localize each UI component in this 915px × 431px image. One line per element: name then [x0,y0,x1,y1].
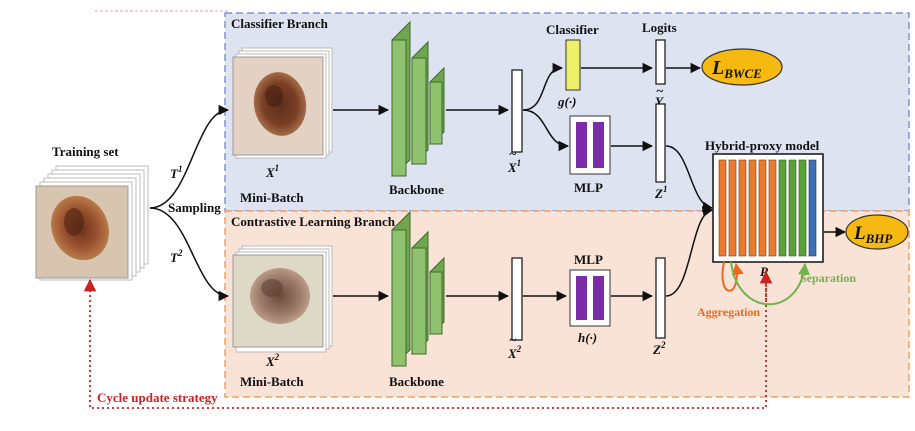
hybrid-proxy-label: Hybrid-proxy model [705,138,820,153]
feature-vector-bottom [511,257,523,341]
mlp-top-unit-1 [576,122,587,168]
arrow-z1-proxy [665,145,714,212]
arrow-z2-proxy [665,206,714,297]
logits-accent: ~ [656,83,664,98]
t2-label: T2 [170,248,183,265]
z1-label: Z1 [654,184,667,201]
arrow-feature-classifier [522,62,564,111]
logits-label: Logits [642,20,677,35]
aggregation-label: Aggregation [697,305,760,319]
mlp-bottom-fn-label: h(·) [578,330,597,345]
x2-tilde-label: X2 [507,344,522,361]
classifier-block [565,39,581,91]
sampling-curve-bottom [149,207,230,302]
mlp-bottom-unit-1 [576,276,587,320]
mlp-top-label: MLP [574,180,603,195]
backbone-bottom-icon [391,210,445,368]
classifier-label: Classifier [546,22,599,37]
loss-bhp-badge [845,214,909,250]
x1-tilde-accent: ~ [509,146,517,161]
separation-loop [730,261,810,306]
loss-bhp-label: LBHP [853,223,893,246]
minibatch-top-label: Mini-Batch [240,190,304,205]
x1-tilde-label: X1 [507,158,521,175]
proxy-bars [718,159,817,257]
mlp-bottom-label: MLP [574,252,603,267]
sampling-curve-top [149,104,230,209]
mlp-top-unit-2 [593,122,604,168]
backbone-bottom-label: Backbone [389,374,444,389]
minibatch-bottom-label: Mini-Batch [240,374,304,389]
classifier-branch-title: Classifier Branch [231,16,329,31]
minibatch-top-stack [232,47,333,159]
logits-symbol: Y [655,94,664,109]
training-set-stack [35,165,149,281]
feature-vector-top [511,69,523,153]
x1-label: X1 [265,163,279,180]
z2-vector [655,257,666,339]
loss-bwce-badge [701,48,783,86]
cycle-update-label: Cycle update strategy [97,390,218,405]
proxy-symbol-label: P [760,264,769,279]
mlp-bottom-unit-2 [593,276,604,320]
training-set-label: Training set [52,144,119,159]
backbone-top-icon [391,20,445,178]
separation-label: Separation [800,271,856,285]
arrow-feature-mlp-top [522,109,570,152]
logits-vector [655,39,666,85]
x2-label: X2 [265,352,280,369]
sampling-label: Sampling [168,200,221,215]
z2-label: Z2 [652,340,666,357]
t1-label: T1 [170,164,182,181]
aggregation-loop [721,261,744,292]
contrastive-branch-title: Contrastive Learning Branch [231,214,396,229]
x2-tilde-accent: ~ [509,332,517,347]
minibatch-bottom-stack [232,245,333,353]
loss-bwce-label: LBWCE [711,57,762,81]
cycle-update-path [83,270,767,409]
z1-vector [655,103,666,183]
backbone-top-label: Backbone [389,182,444,197]
classifier-fn-label: g(·) [557,94,576,109]
